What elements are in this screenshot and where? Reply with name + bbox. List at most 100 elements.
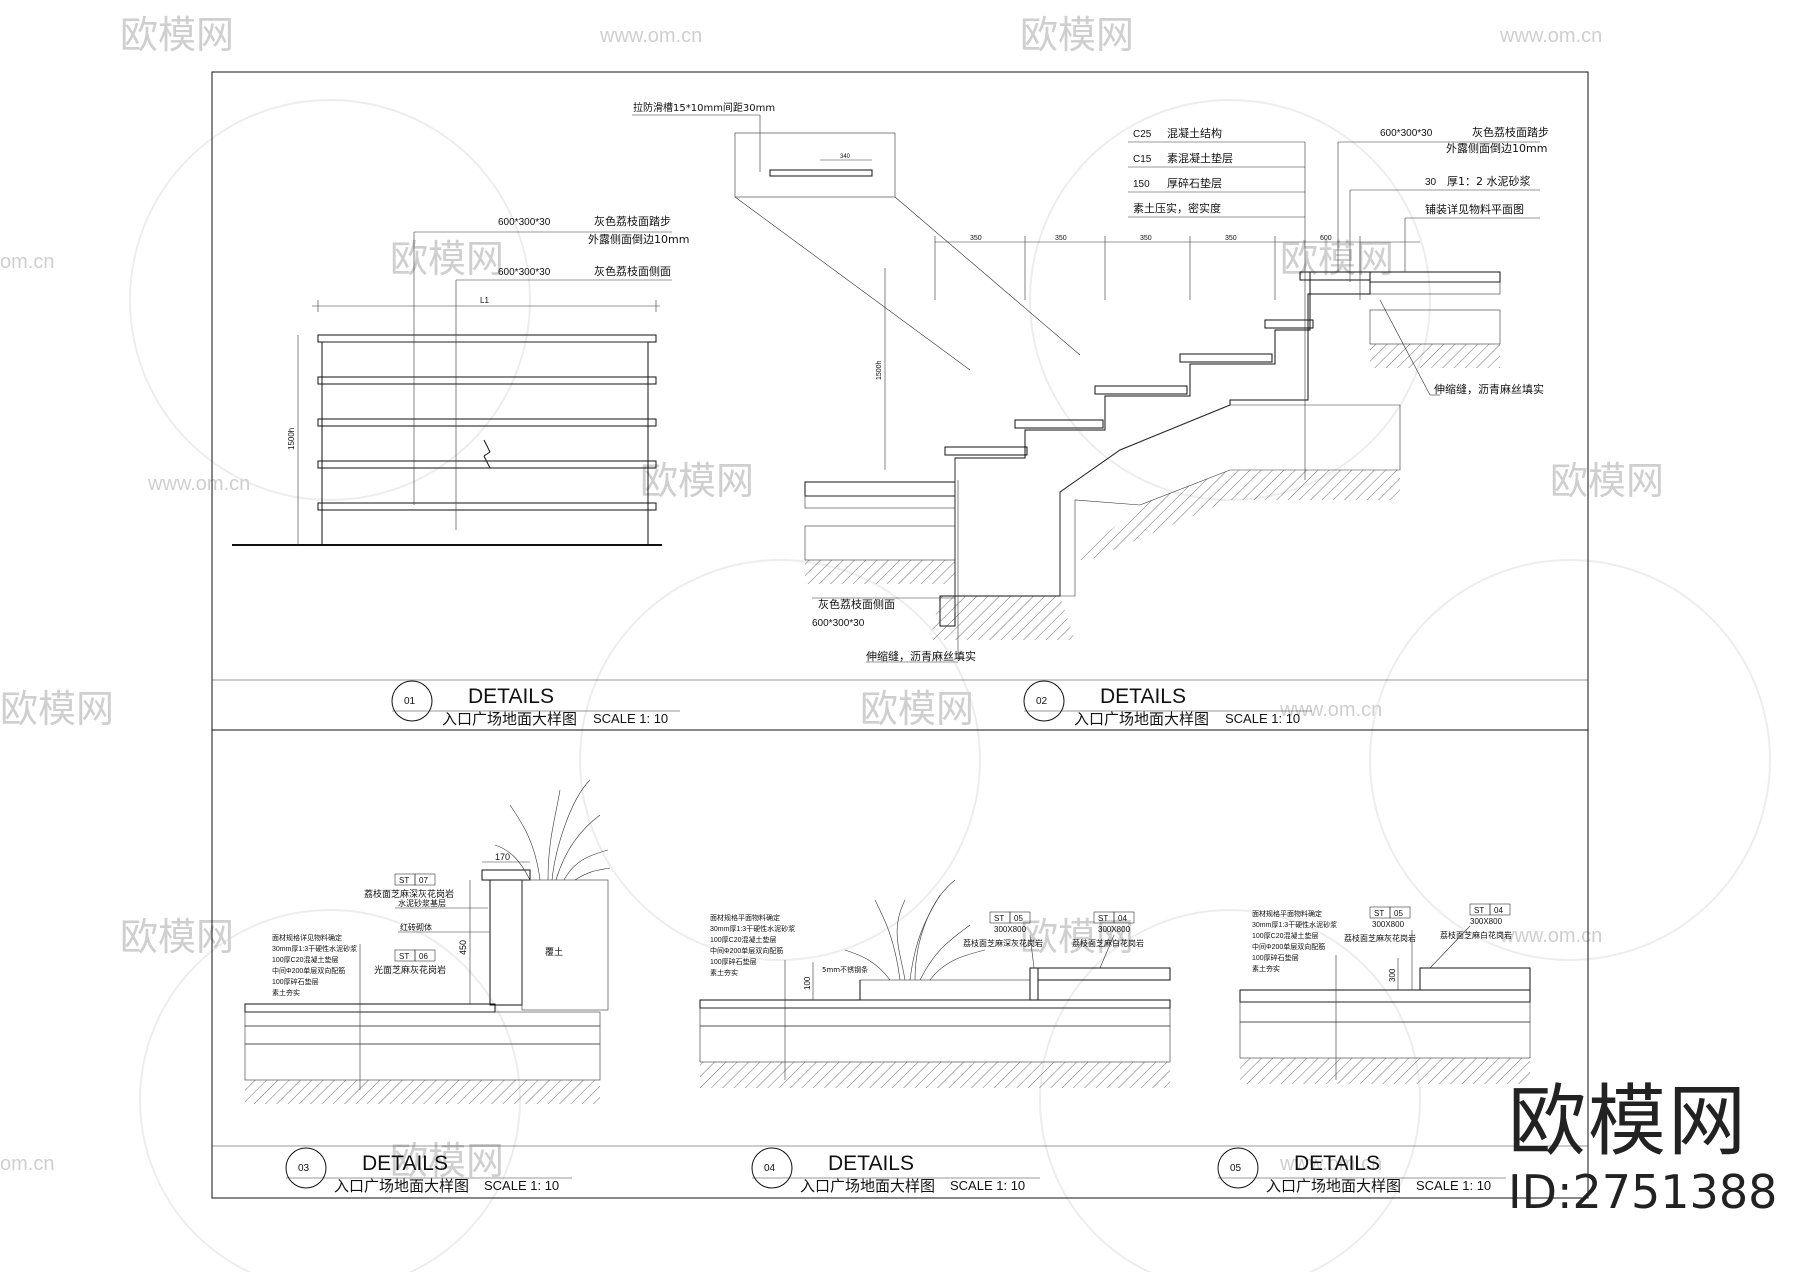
title-03-sub: 入口广场地面大样图 <box>334 1177 469 1195</box>
d2-layer-4: 素土压实，密实度 <box>1133 201 1221 215</box>
title-block-05: 05 DETAILS 入口广场地面大样图 SCALE 1: 10 <box>1217 1147 1506 1195</box>
title-02-sub: 入口广场地面大样图 <box>1074 710 1209 728</box>
d4-layer-4: 中间Φ200单层双向配筋 <box>710 946 783 955</box>
d4-tag2-b: 04 <box>1118 914 1127 923</box>
d4-tag1-size: 300X800 <box>994 925 1027 934</box>
d5-tag1-b: 05 <box>1394 909 1403 918</box>
detail-04-section: 面材规格平面物料确定 30mm厚1:3干硬性水泥砂浆 100厚C20混凝土垫层 … <box>699 879 1171 1088</box>
watermark-logo: 欧模网 <box>860 687 974 731</box>
d3-tag1-a: ST <box>399 876 409 885</box>
title-01: DETAILS <box>468 685 554 708</box>
d3-mortar: 水泥砂浆基层 <box>398 898 446 908</box>
title-04-sub: 入口广场地面大样图 <box>800 1177 935 1195</box>
d2-right-step: 灰色荔枝面踏步 <box>1472 125 1549 139</box>
detail-02-section: 350 350 350 350 600 1500h <box>632 101 1549 663</box>
d4-layer-2: 30mm厚1:3干硬性水泥砂浆 <box>710 924 795 933</box>
d1-dim-height: 1500h <box>287 428 296 450</box>
d4-tag2-text: 荔枝面芝麻白花岗岩 <box>1072 938 1144 948</box>
d5-layer-5: 100厚碎石垫层 <box>1252 953 1299 962</box>
d2-paving: 铺装详见物料平面图 <box>1425 202 1524 216</box>
title-block-03: 03 DETAILS 入口广场地面大样图 SCALE 1: 10 <box>285 1147 572 1195</box>
d5-layer-4: 中间Φ200单层双向配筋 <box>1252 942 1325 951</box>
d2-layer-3: 厚碎石垫层 <box>1167 176 1222 190</box>
watermark-layer: 欧模网 www.om.cn 欧模网 www.om.cn om.cn 欧模网 欧模… <box>0 13 1771 1277</box>
d2-bottom-size: 600*300*30 <box>812 618 865 629</box>
brand-id: ID:2751388 <box>1508 1165 1778 1219</box>
title-01-sub: 入口广场地面大样图 <box>442 710 577 728</box>
d1-dim-length: L1 <box>480 296 489 305</box>
watermark-logo: 欧模网 <box>390 1139 504 1183</box>
d5-dim: 300 <box>1388 968 1397 982</box>
d2-dim-3: 350 <box>1140 235 1152 242</box>
watermark-site: om.cn <box>0 251 54 273</box>
watermark-site: www.om.cn <box>599 25 702 47</box>
d1-chamfer-label: 外露侧面倒边10mm <box>588 233 689 246</box>
watermark-logo: 欧模网 <box>1550 459 1664 503</box>
watermark-logo: 欧模网 <box>120 13 234 57</box>
d5-tag2-a: ST <box>1474 906 1484 915</box>
title-04-scale: SCALE 1: 10 <box>950 1178 1025 1193</box>
watermark-logo: 欧模网 <box>1020 915 1134 959</box>
d5-tag2-text: 荔枝面芝麻白花岗岩 <box>1440 930 1512 940</box>
watermark-logo: 欧模网 <box>0 687 114 731</box>
watermark-logo: 欧模网 <box>120 915 234 959</box>
d3-tag2-b: 06 <box>419 952 428 961</box>
title-block-01: 01 DETAILS 入口广场地面大样图 SCALE 1: 10 <box>391 680 680 728</box>
d5-tag1-size: 300X800 <box>1372 920 1405 929</box>
d2-mortar: 厚1：2 水泥砂浆 <box>1447 174 1531 188</box>
brand-stamp: 欧模网 ID:2751388 <box>1508 1082 1798 1218</box>
d3-tag2-text: 光面芝麻灰花岗岩 <box>374 964 446 976</box>
d2-layer-3-code: 150 <box>1133 179 1150 190</box>
d2-dim-2: 350 <box>1055 235 1067 242</box>
d3-layer-5: 100厚碎石垫层 <box>272 977 319 986</box>
d4-layer-3: 100厚C20混凝土垫层 <box>710 935 777 944</box>
title-02-scale: SCALE 1: 10 <box>1225 711 1300 726</box>
d5-tag1-text: 荔枝面芝麻灰花岗岩 <box>1344 933 1416 943</box>
watermark-site: www.om.cn <box>147 473 250 495</box>
d1-step-label: 灰色荔枝面踏步 <box>594 214 671 228</box>
detail-05-section: 面材规格平面物料确定 30mm厚1:3干硬性水泥砂浆 100厚C20混凝土垫层 … <box>1239 903 1531 1084</box>
d2-joint-bottom: 伸缩缝，沥青麻丝填实 <box>866 649 976 663</box>
d4-drain: 5mm不锈钢条 <box>822 965 868 974</box>
d5-layer-6: 素土夯实 <box>1252 964 1280 973</box>
d2-antislip: 拉防滑槽15*10mm间距30mm <box>633 101 775 114</box>
title-03-scale: SCALE 1: 10 <box>484 1178 559 1193</box>
d3-brick: 红砖砌体 <box>400 922 432 932</box>
title-block-04: 04 DETAILS 入口广场地面大样图 SCALE 1: 10 <box>751 1147 1040 1195</box>
d3-tag1-text: 荔枝面芝麻深灰花岗岩 <box>364 888 454 900</box>
title-02: DETAILS <box>1100 685 1186 708</box>
title-05-scale: SCALE 1: 10 <box>1416 1178 1491 1193</box>
d4-tag1-b: 05 <box>1014 914 1023 923</box>
d2-right-chamfer: 外露侧面倒边10mm <box>1446 142 1547 155</box>
d2-dim-4: 350 <box>1225 235 1237 242</box>
watermark-logo: 欧模网 <box>640 459 754 503</box>
d4-tag1-a: ST <box>994 914 1004 923</box>
detail-01-elevation: L1 1500h 600*300*30 灰色荔枝面踏步 外露侧面倒边10mm 6… <box>232 214 689 546</box>
watermark-logo: 欧模网 <box>390 237 504 281</box>
d3-soil: 覆土 <box>545 946 563 958</box>
d2-layer-2: 素混凝土垫层 <box>1167 151 1233 165</box>
title-01-scale: SCALE 1: 10 <box>593 711 668 726</box>
d3-wall-height: 450 <box>458 940 468 955</box>
d4-layer-6: 素土夯实 <box>710 968 738 977</box>
d2-joint-right: 伸缩缝，沥青麻丝填实 <box>1434 382 1544 396</box>
d2-layer-2-code: C15 <box>1133 154 1152 165</box>
brand-name: 欧模网 <box>1508 1077 1749 1167</box>
detail-03-section: 覆土 170 450 ST 07 荔枝面芝麻深灰花岗岩 水泥砂浆基层 红砖砌体 … <box>244 779 611 1104</box>
title-04: DETAILS <box>828 1152 914 1175</box>
d5-tag2-b: 04 <box>1494 906 1503 915</box>
watermark-site: www.om.cn <box>1279 1153 1382 1175</box>
title-05-num: 05 <box>1230 1163 1242 1174</box>
d4-tag1-text: 荔枝面芝麻深灰花岗岩 <box>963 938 1043 948</box>
d5-tag1-a: ST <box>1374 909 1384 918</box>
d3-layer-3: 100厚C20混凝土垫层 <box>272 955 339 964</box>
title-04-num: 04 <box>764 1163 776 1174</box>
watermark-site: om.cn <box>0 1153 54 1175</box>
title-03-num: 03 <box>298 1163 310 1174</box>
d3-layer-4: 中间Φ200单层双向配筋 <box>272 966 345 975</box>
watermark-site: www.om.cn <box>1499 25 1602 47</box>
watermark-site: www.om.cn <box>1279 699 1382 721</box>
title-01-num: 01 <box>404 696 416 707</box>
d5-layer-2: 30mm厚1:3干硬性水泥砂浆 <box>1252 920 1337 929</box>
